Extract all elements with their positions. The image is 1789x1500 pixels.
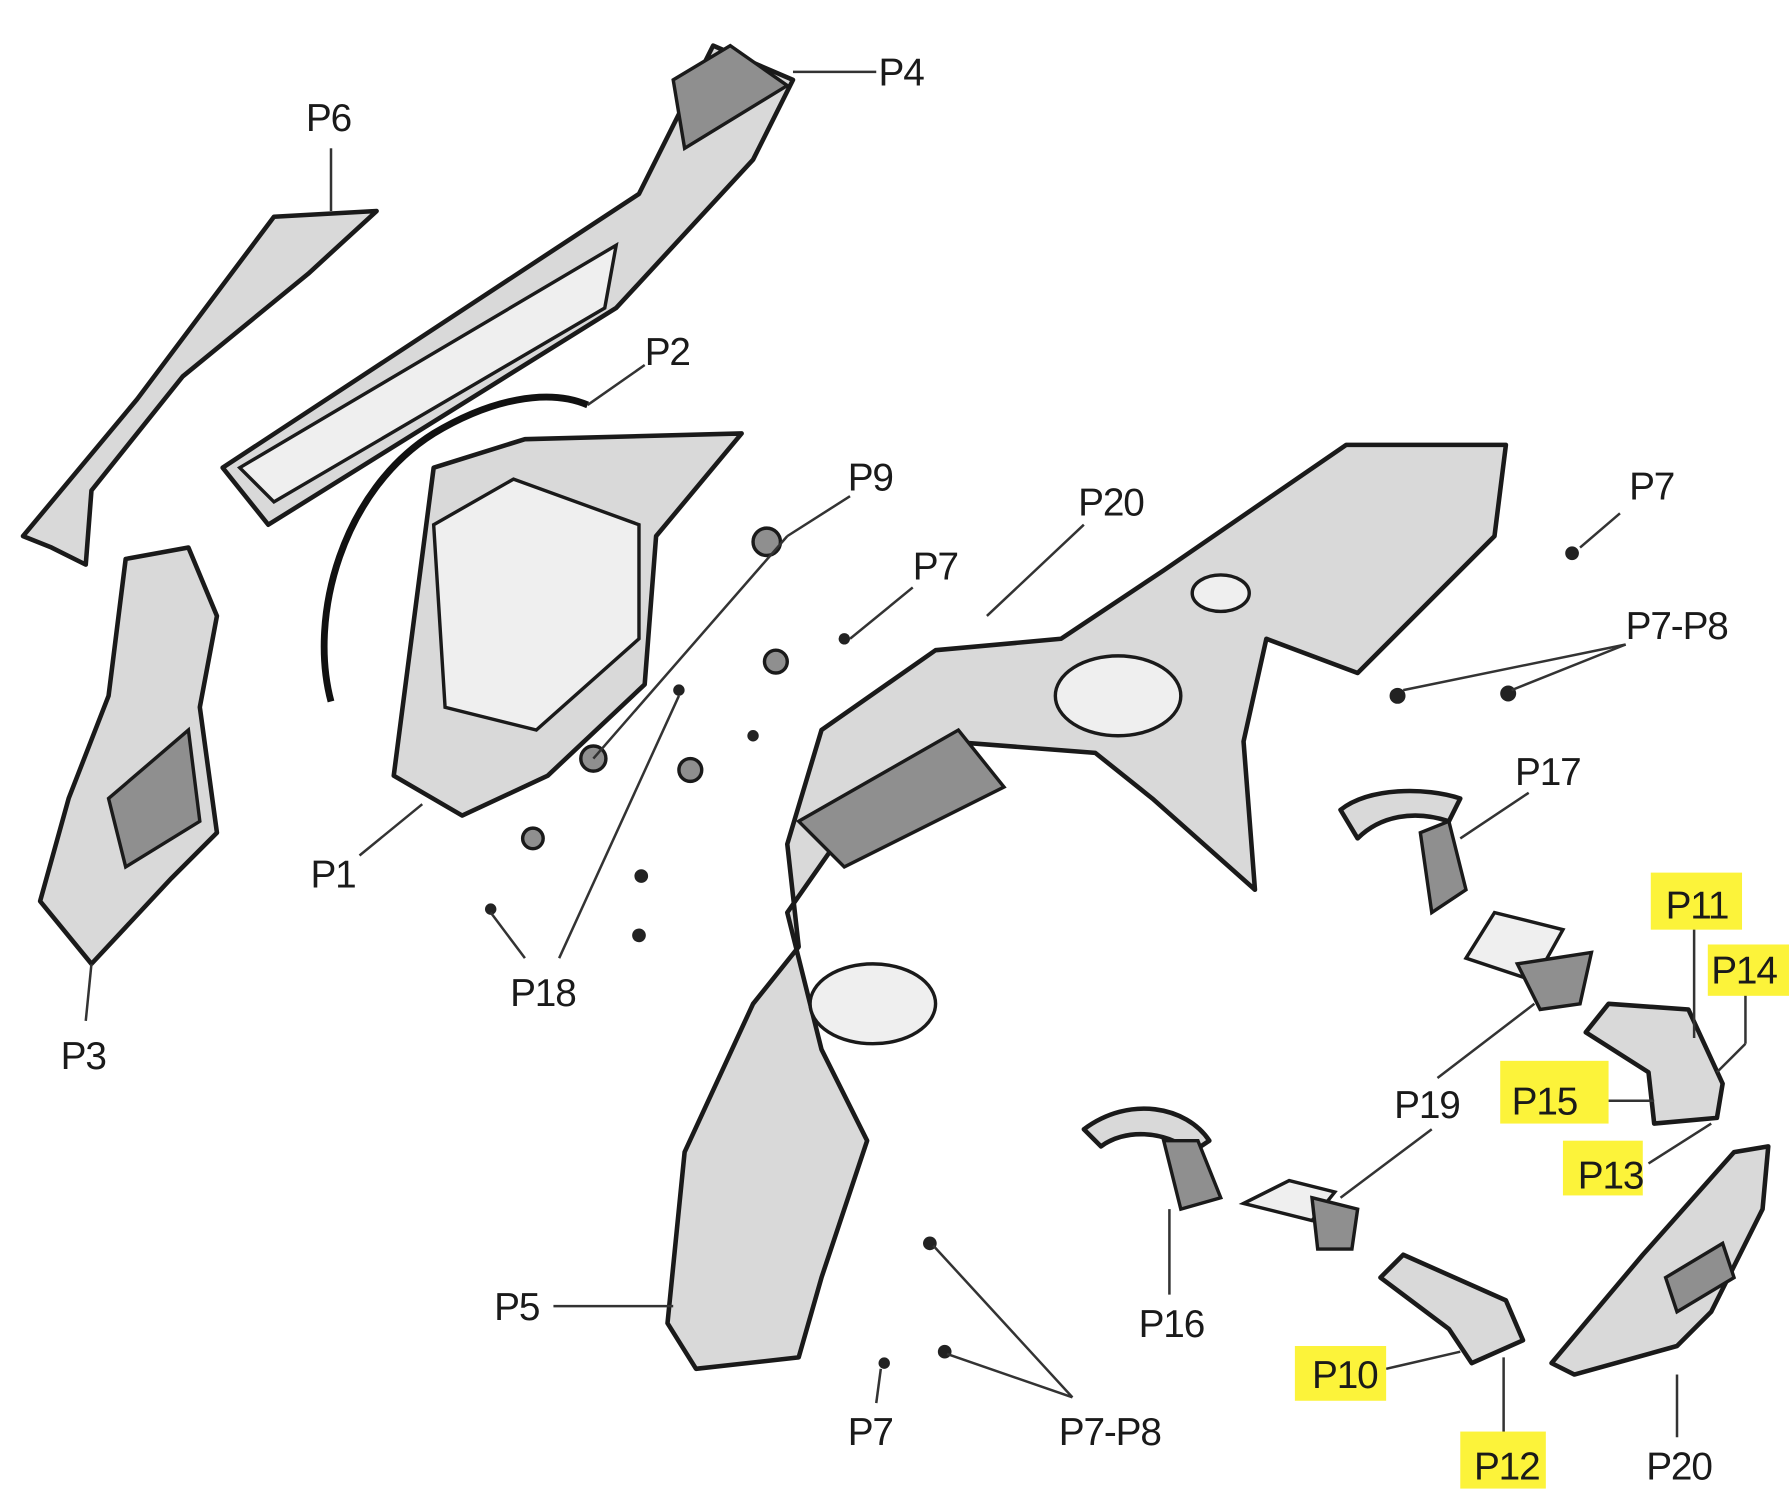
part-p19-lower xyxy=(1238,1178,1360,1251)
label-p19: P19 xyxy=(1394,1084,1460,1127)
part-p1-housing xyxy=(391,431,744,818)
part-p17-clamp xyxy=(1338,788,1468,916)
highlight-p13 xyxy=(1562,1140,1643,1196)
label-p7-bottom: P7 xyxy=(848,1411,893,1454)
label-p14: P14 xyxy=(1711,949,1777,992)
highlight-p15 xyxy=(1500,1060,1609,1124)
label-p7-mid: P7 xyxy=(913,545,958,588)
label-p20-bottom: P20 xyxy=(1646,1445,1712,1488)
label-p10: P10 xyxy=(1312,1354,1378,1397)
label-p18: P18 xyxy=(510,972,576,1015)
part-p6-side-strip xyxy=(20,208,379,567)
part-p20-main-frame xyxy=(665,442,1509,1372)
part-p12-module xyxy=(1378,1252,1526,1366)
part-p16-clamp xyxy=(1081,1106,1224,1212)
highlight-p12 xyxy=(1460,1431,1546,1489)
label-p3: P3 xyxy=(61,1035,106,1078)
label-p9: P9 xyxy=(848,456,893,499)
label-p16: P16 xyxy=(1139,1303,1205,1346)
leader-lines xyxy=(84,70,1747,1438)
part-p19-upper xyxy=(1463,910,1594,1012)
label-p15: P15 xyxy=(1512,1080,1578,1123)
highlight-p11 xyxy=(1650,872,1743,930)
part-p11-module xyxy=(1583,1001,1725,1126)
part-p4-long-panel xyxy=(220,43,796,527)
part-p3-bracket xyxy=(37,545,220,967)
label-p17: P17 xyxy=(1515,751,1581,794)
label-p12: P12 xyxy=(1474,1445,1540,1488)
label-p11: P11 xyxy=(1666,884,1729,927)
label-p13: P13 xyxy=(1578,1155,1644,1198)
label-p1: P1 xyxy=(310,853,355,896)
label-p20-top: P20 xyxy=(1078,482,1144,525)
highlight-p10 xyxy=(1294,1346,1387,1401)
highlight-p14 xyxy=(1707,944,1789,996)
part-p2-seal xyxy=(320,393,590,703)
label-p5: P5 xyxy=(494,1286,539,1329)
label-p7-p8-right: P7-P8 xyxy=(1626,605,1728,648)
label-p4: P4 xyxy=(879,52,925,95)
fasteners xyxy=(484,526,1579,1369)
callout-labels: P4 P6 P2 P9 P20 P7 P7 P7-P8 P17 P1 P18 P… xyxy=(61,52,1779,1489)
part-p20-cover xyxy=(1549,1144,1771,1377)
label-p7-p8-bottom: P7-P8 xyxy=(1059,1411,1161,1454)
label-highlights xyxy=(1294,872,1789,1489)
label-p2: P2 xyxy=(645,331,690,374)
label-p6: P6 xyxy=(306,97,351,140)
label-p7-right: P7 xyxy=(1629,466,1674,509)
